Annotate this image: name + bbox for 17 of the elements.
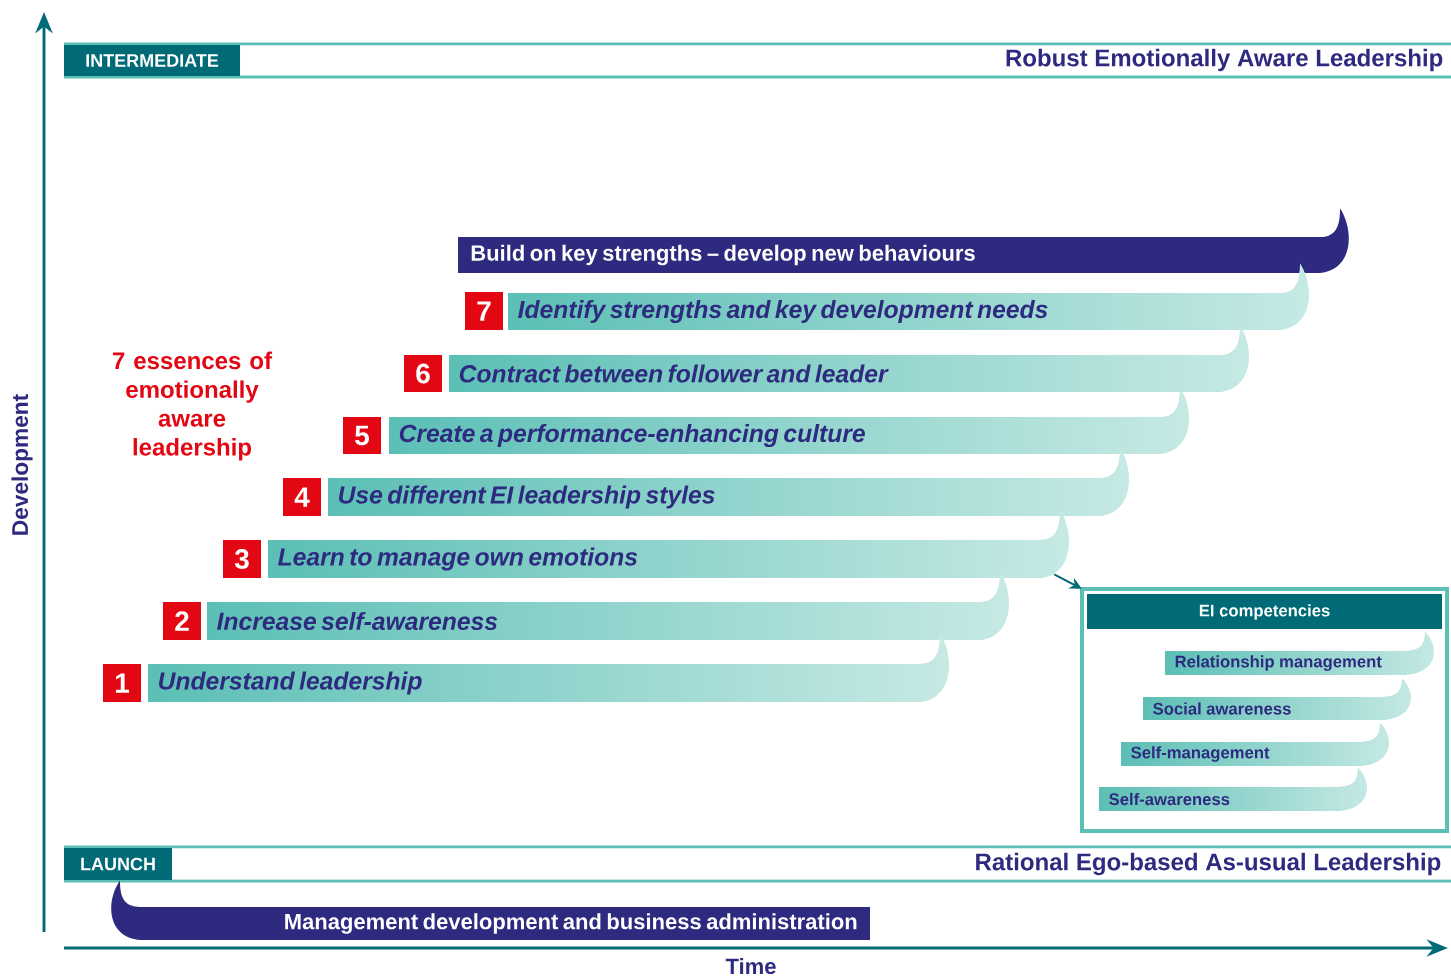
heading: Rational Ego-based As-usual Leadership bbox=[976, 852, 1441, 876]
step-bar: Create a performance-enhancing culture bbox=[389, 387, 1189, 454]
number-box: 6 bbox=[404, 355, 442, 392]
stage-label: INTERMEDIATE bbox=[64, 45, 240, 76]
banner: Build on key strengths – develop new behaviours bbox=[458, 208, 1349, 273]
number-box: 2 bbox=[163, 602, 201, 640]
stage-label: LAUNCH bbox=[64, 848, 172, 880]
number-box: 1 bbox=[103, 664, 141, 702]
heading: Robust Emotionally Aware Leadership bbox=[1006, 48, 1443, 72]
number-box: 4 bbox=[283, 478, 321, 516]
step-bar: Contract between follower and leader bbox=[449, 325, 1249, 392]
number-box: 3 bbox=[223, 540, 261, 578]
note-text: 7 essences of emotionally aware leadership bbox=[113, 351, 273, 461]
banner: Management development and business administration bbox=[111, 880, 870, 940]
number-box: 5 bbox=[343, 417, 381, 454]
axis-label: Development bbox=[11, 394, 33, 535]
number-box: 7 bbox=[465, 292, 503, 330]
